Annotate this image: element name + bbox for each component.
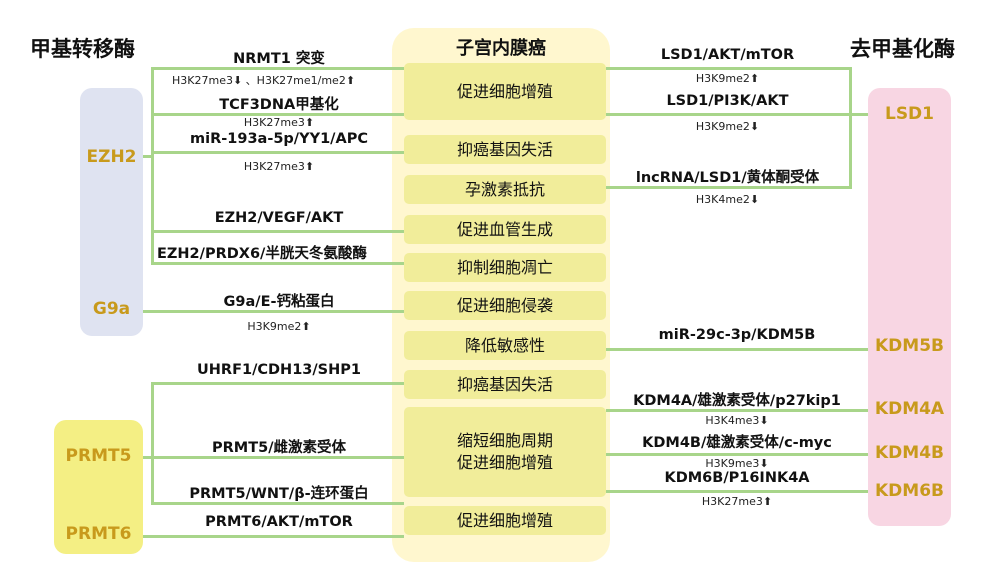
- enzyme-kdm5b: KDM5B: [875, 336, 944, 356]
- histone-mark: H3K27me3⬆: [243, 116, 315, 129]
- outcome-line: 促进细胞增殖: [456, 453, 553, 472]
- line-ezh2-vegf: [151, 230, 404, 233]
- pathway-label: UHRF1/CDH13/SHP1: [197, 362, 361, 378]
- outcome-box: 缩短细胞周期 促进细胞增殖: [404, 407, 606, 497]
- prmt-panel: [54, 420, 143, 554]
- line-mir193a: [151, 151, 404, 154]
- line-prmt6: [143, 535, 404, 538]
- histone-mark: H3K27me3⬆: [243, 160, 315, 173]
- line-g9a: [143, 310, 404, 313]
- outcome-box: 降低敏感性: [404, 331, 606, 360]
- outcome-box: 促进细胞增殖: [404, 63, 606, 120]
- outcome-box: 促进血管生成: [404, 215, 606, 244]
- histone-mark: H3K9me2⬇: [695, 120, 760, 133]
- pathway-label: EZH2/VEGF/AKT: [214, 210, 344, 226]
- demethylase-panel: [868, 88, 951, 526]
- enzyme-g9a: G9a: [92, 299, 131, 319]
- pathway-label: LSD1/PI3K/AKT: [666, 93, 789, 109]
- line-uhrf1: [151, 382, 404, 385]
- pathway-label: lncRNA/LSD1/黄体酮受体: [635, 170, 820, 186]
- pathway-label: LSD1/AKT/mTOR: [660, 47, 795, 63]
- enzyme-lsd1: LSD1: [884, 104, 935, 124]
- line-kdm5b: [606, 348, 868, 351]
- pathway-label: G9a/E-钙粘蛋白: [223, 294, 335, 310]
- histone-mark: H3K9me2⬆: [247, 320, 311, 333]
- histone-mark: H3K9me2⬆: [695, 72, 760, 85]
- pathway-label: EZH2/PRDX6/半胱天冬氨酸酶: [157, 246, 367, 262]
- outcome-box: 抑癌基因失活: [404, 370, 606, 399]
- line-prmt5-wnt: [151, 502, 404, 505]
- pathway-label: NRMT1 突变: [233, 51, 325, 67]
- pathway-label: KDM6B/P16INK4A: [664, 470, 810, 486]
- outcome-box: 孕激素抵抗: [404, 175, 606, 204]
- histone-mark: H3K27me3⬇ 、H3K27me1/me2⬆: [172, 74, 356, 87]
- ezh2-trunk: [151, 67, 154, 263]
- histone-mark: H3K4me3⬇: [705, 414, 769, 427]
- line-kdm4b: [606, 453, 868, 456]
- enzyme-kdm6b: KDM6B: [875, 481, 944, 501]
- pathway-label: miR-193a-5p/YY1/APC: [190, 131, 368, 147]
- histone-mark: H3K27me3⬆: [701, 495, 773, 508]
- pathway-label: PRMT5/雌激素受体: [212, 440, 346, 456]
- line-ezh2-prdx6: [151, 262, 404, 265]
- center-title: 子宫内膜癌: [456, 38, 546, 59]
- enzyme-kdm4a: KDM4A: [874, 399, 945, 419]
- line-lncrna-lsd1: [606, 186, 852, 189]
- enzyme-ezh2: EZH2: [86, 147, 137, 167]
- lsd1-trunk: [849, 67, 852, 189]
- enzyme-kdm4b: KDM4B: [875, 443, 944, 463]
- line-nrmt1: [151, 67, 404, 70]
- line-prmt5-er: [143, 456, 404, 459]
- ezh2-g9a-panel: [80, 88, 143, 336]
- histone-mark: H3K9me3⬇: [705, 457, 769, 470]
- pathway-label: TCF3DNA甲基化: [219, 97, 339, 113]
- outcome-box: 抑制细胞凋亡: [404, 253, 606, 282]
- pathway-label: PRMT6/AKT/mTOR: [205, 514, 353, 530]
- line-lsd1-pi3k: [606, 113, 852, 116]
- outcome-line: 缩短细胞周期: [456, 431, 553, 451]
- line-kdm4a: [606, 409, 868, 412]
- outcome-box: 促进细胞增殖: [404, 506, 606, 535]
- outcome-box: 抑癌基因失活: [404, 135, 606, 164]
- pathway-label: KDM4A/雄激素受体/p27kip1: [633, 393, 841, 409]
- line-tcf3: [151, 113, 404, 116]
- demethylase-header: 去甲基化酶: [850, 37, 955, 61]
- methyltransferase-header: 甲基转移酶: [30, 37, 135, 61]
- enzyme-prmt5: PRMT5: [65, 446, 132, 466]
- histone-mark: H3K4me2⬇: [695, 193, 760, 206]
- enzyme-prmt6: PRMT6: [65, 524, 132, 544]
- line-kdm6b: [606, 490, 868, 493]
- line-lsd1-akt: [606, 67, 852, 70]
- prmt5-trunk: [151, 382, 154, 504]
- outcome-box: 促进细胞侵袭: [404, 291, 606, 320]
- pathway-label: PRMT5/WNT/β-连环蛋白: [189, 486, 369, 502]
- pathway-label: miR-29c-3p/KDM5B: [658, 327, 816, 343]
- pathway-label: KDM4B/雄激素受体/c-myc: [642, 435, 832, 451]
- lsd1-connector: [852, 113, 868, 116]
- ezh2-connector: [143, 155, 151, 158]
